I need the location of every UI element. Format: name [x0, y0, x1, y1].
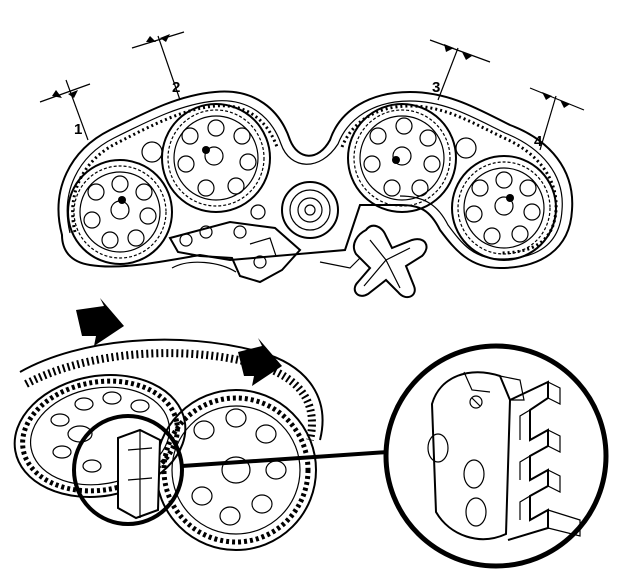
timing-mark-dot-2 — [202, 146, 210, 154]
camshaft-sprocket-2 — [161, 103, 271, 213]
camshaft-sprocket-3 — [347, 103, 457, 213]
belt-tensioner — [281, 181, 339, 239]
perspective-sprocket-left — [13, 374, 187, 498]
perspective-timing-belt-inner — [24, 349, 316, 441]
rotation-arrow-right — [238, 338, 282, 386]
detail-magnified-view — [383, 343, 609, 569]
crank-housing-outline — [171, 257, 361, 273]
dimension-marker-2: 2 — [131, 31, 185, 101]
perspective-detail-view — [13, 298, 609, 569]
marker-label-1: 1 — [74, 121, 82, 138]
belt-teeth — [71, 104, 279, 233]
camshaft-sprocket-1 — [67, 159, 173, 265]
dimension-marker-4: 4 — [529, 87, 585, 151]
belt-layout-view: 1 2 3 4 — [39, 31, 585, 299]
marker-label-4: 4 — [534, 133, 543, 150]
detail-connector-line — [181, 450, 389, 468]
cross-shaped-plate — [352, 224, 428, 299]
camshaft-locking-tool — [117, 428, 162, 520]
timing-belt-outer — [57, 90, 574, 270]
dimension-marker-1: 1 — [39, 79, 91, 141]
timing-mark-dot-3 — [392, 156, 400, 164]
dimension-marker-3: 3 — [429, 39, 491, 101]
timing-mark-dot-1 — [118, 196, 126, 204]
marker-label-3: 3 — [432, 79, 440, 96]
camshaft-sprocket-4 — [451, 155, 557, 261]
idler-gear-right — [455, 137, 477, 159]
marker-label-2: 2 — [172, 79, 180, 96]
perspective-timing-belt — [19, 338, 324, 441]
belt-teeth-right — [340, 104, 558, 255]
timing-mark-dot-4 — [506, 194, 514, 202]
timing-belt-inner — [66, 100, 563, 260]
idler-gear-left — [141, 141, 163, 163]
detail-focus-circle — [72, 414, 184, 526]
tensioner-bracket — [168, 204, 302, 284]
rotation-arrow-left — [76, 298, 124, 346]
